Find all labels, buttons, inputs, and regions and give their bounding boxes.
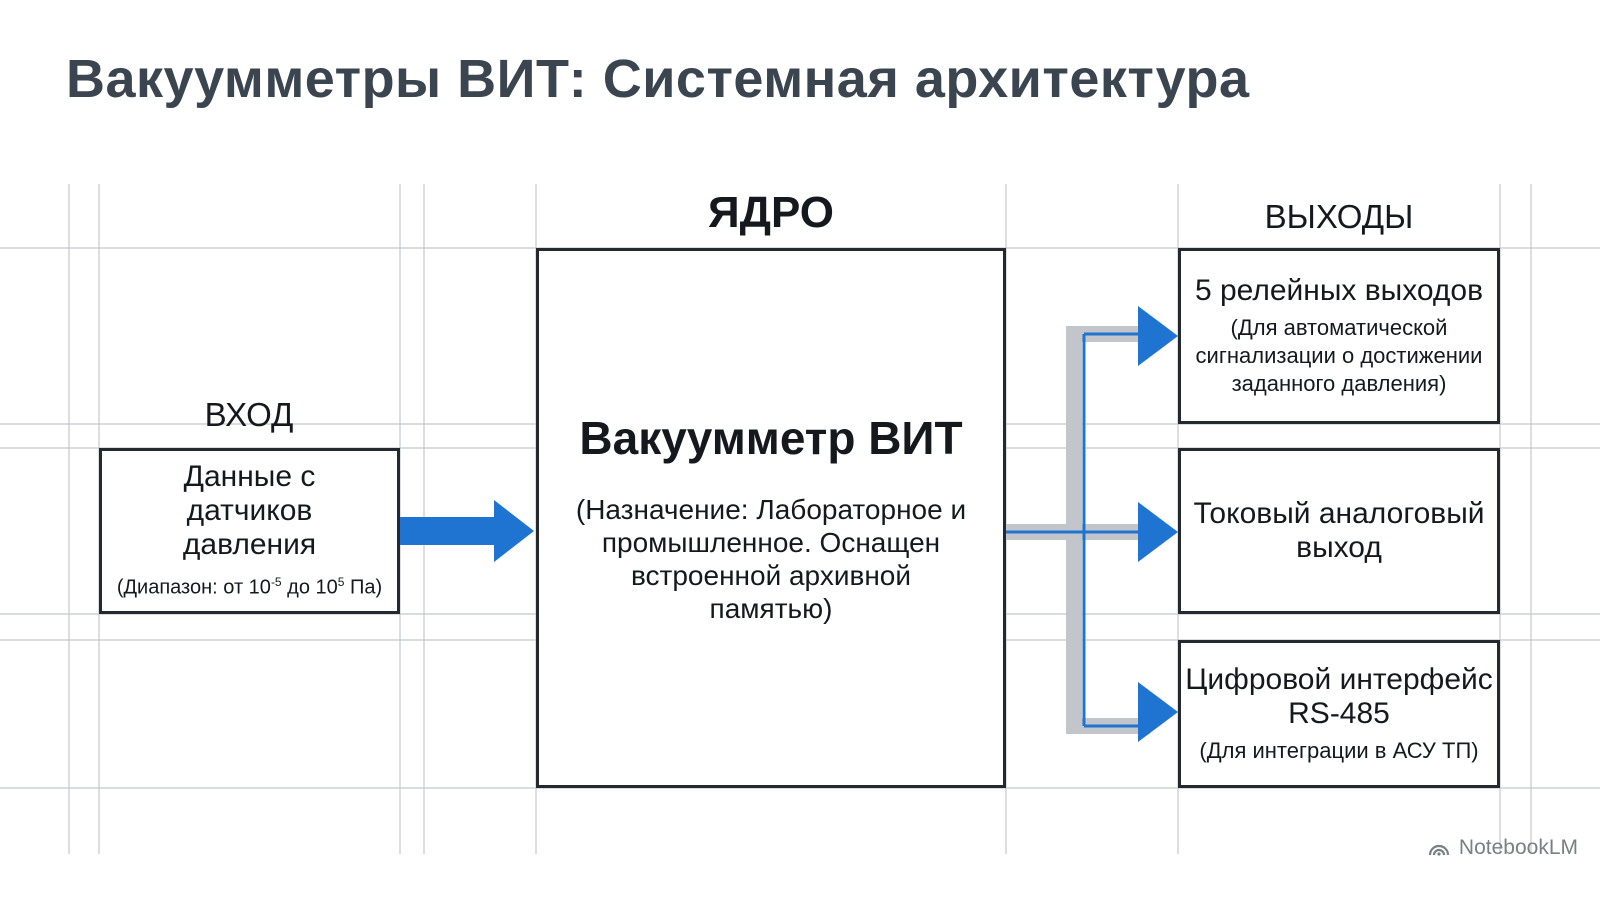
output-box-relays: 5 релейных выходов (Для автоматической с… xyxy=(1178,248,1500,424)
output-rs485-description: (Для интеграции в АСУ ТП) xyxy=(1199,738,1479,763)
section-label-input: ВХОД xyxy=(204,396,294,433)
section-label-outputs: ВЫХОДЫ xyxy=(1264,198,1414,235)
input-range-exp2: 5 xyxy=(337,575,345,590)
output-relays-title: 5 релейных выходов xyxy=(1194,274,1484,307)
notebooklm-brand: NotebookLM xyxy=(1427,836,1578,860)
output-analog-title: Токовый аналоговый выход xyxy=(1193,497,1485,564)
arrow-to-relay-outputs xyxy=(1138,306,1178,366)
arrow-to-analog-output xyxy=(1138,502,1178,562)
notebooklm-logo-icon xyxy=(1428,844,1450,856)
output-box-analog: Токовый аналоговый выход xyxy=(1178,448,1500,614)
output-rs485-title: Цифровой интерфейс RS-485 xyxy=(1185,663,1493,730)
output-relays-description: (Для автоматической сигнализации о дости… xyxy=(1195,315,1483,396)
connector-blue xyxy=(1006,332,1142,728)
input-range-exp1: -5 xyxy=(270,575,282,590)
input-box-title: Данные с датчиков давления xyxy=(182,460,317,562)
input-range-suffix: Па) xyxy=(344,576,383,599)
arrow-input-to-core xyxy=(400,500,534,562)
core-box-description: (Назначение: Лабораторное и промышленное… xyxy=(575,494,967,624)
output-box-rs485: Цифровой интерфейс RS-485 (Для интеграци… xyxy=(1178,640,1500,788)
core-box: Вакуумметр ВИТ (Назначение: Лабораторное… xyxy=(536,248,1006,788)
input-box: Данные с датчиков давления (Диапазон: от… xyxy=(99,448,400,614)
arrow-to-rs485 xyxy=(1138,682,1178,742)
section-label-core: ЯДРО xyxy=(708,188,834,237)
connector-gray xyxy=(998,326,1150,734)
input-range-prefix: (Диапазон: от 10 xyxy=(116,576,271,599)
input-box-range: (Диапазон: от 10-5 до 105 Па) xyxy=(117,568,382,602)
input-range-mid: до 10 xyxy=(281,576,338,599)
page-title: Вакуумметры ВИТ: Системная архитектура xyxy=(66,49,1250,109)
brand-label: NotebookLM xyxy=(1458,836,1578,859)
core-box-title: Вакуумметр ВИТ xyxy=(579,412,963,464)
